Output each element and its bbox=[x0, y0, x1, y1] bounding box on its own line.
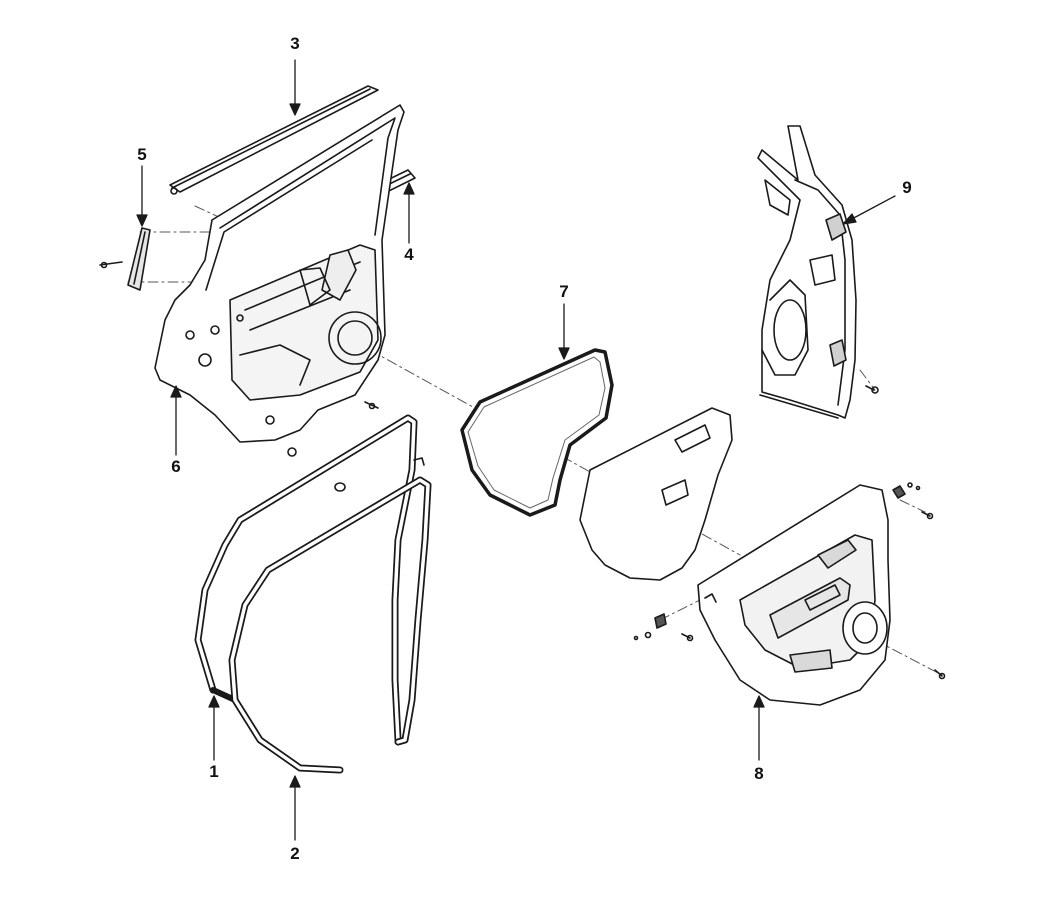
callout-2: 2 bbox=[290, 844, 300, 863]
callout-5: 5 bbox=[137, 145, 147, 164]
part-1-door-weatherstrip bbox=[194, 414, 425, 744]
part-5-delta-trim bbox=[99, 227, 151, 291]
part-7-sealing-cover bbox=[460, 348, 614, 517]
callout-3: 3 bbox=[290, 34, 300, 53]
part-8-door-trim-panel bbox=[633, 482, 946, 706]
callout-4: 4 bbox=[404, 245, 414, 264]
part-9-body-side bbox=[757, 125, 879, 419]
trim-insulation-pad bbox=[579, 407, 733, 581]
part-2-body-weatherstrip bbox=[228, 476, 432, 774]
leader-lines bbox=[136, 59, 896, 841]
part-3-outer-weatherstrip bbox=[169, 85, 379, 195]
part-6-door-frame bbox=[154, 104, 405, 457]
callout-6: 6 bbox=[171, 457, 181, 476]
callout-8: 8 bbox=[754, 764, 764, 783]
callout-9: 9 bbox=[902, 178, 912, 197]
callout-7: 7 bbox=[559, 282, 569, 301]
callout-1: 1 bbox=[209, 762, 219, 781]
